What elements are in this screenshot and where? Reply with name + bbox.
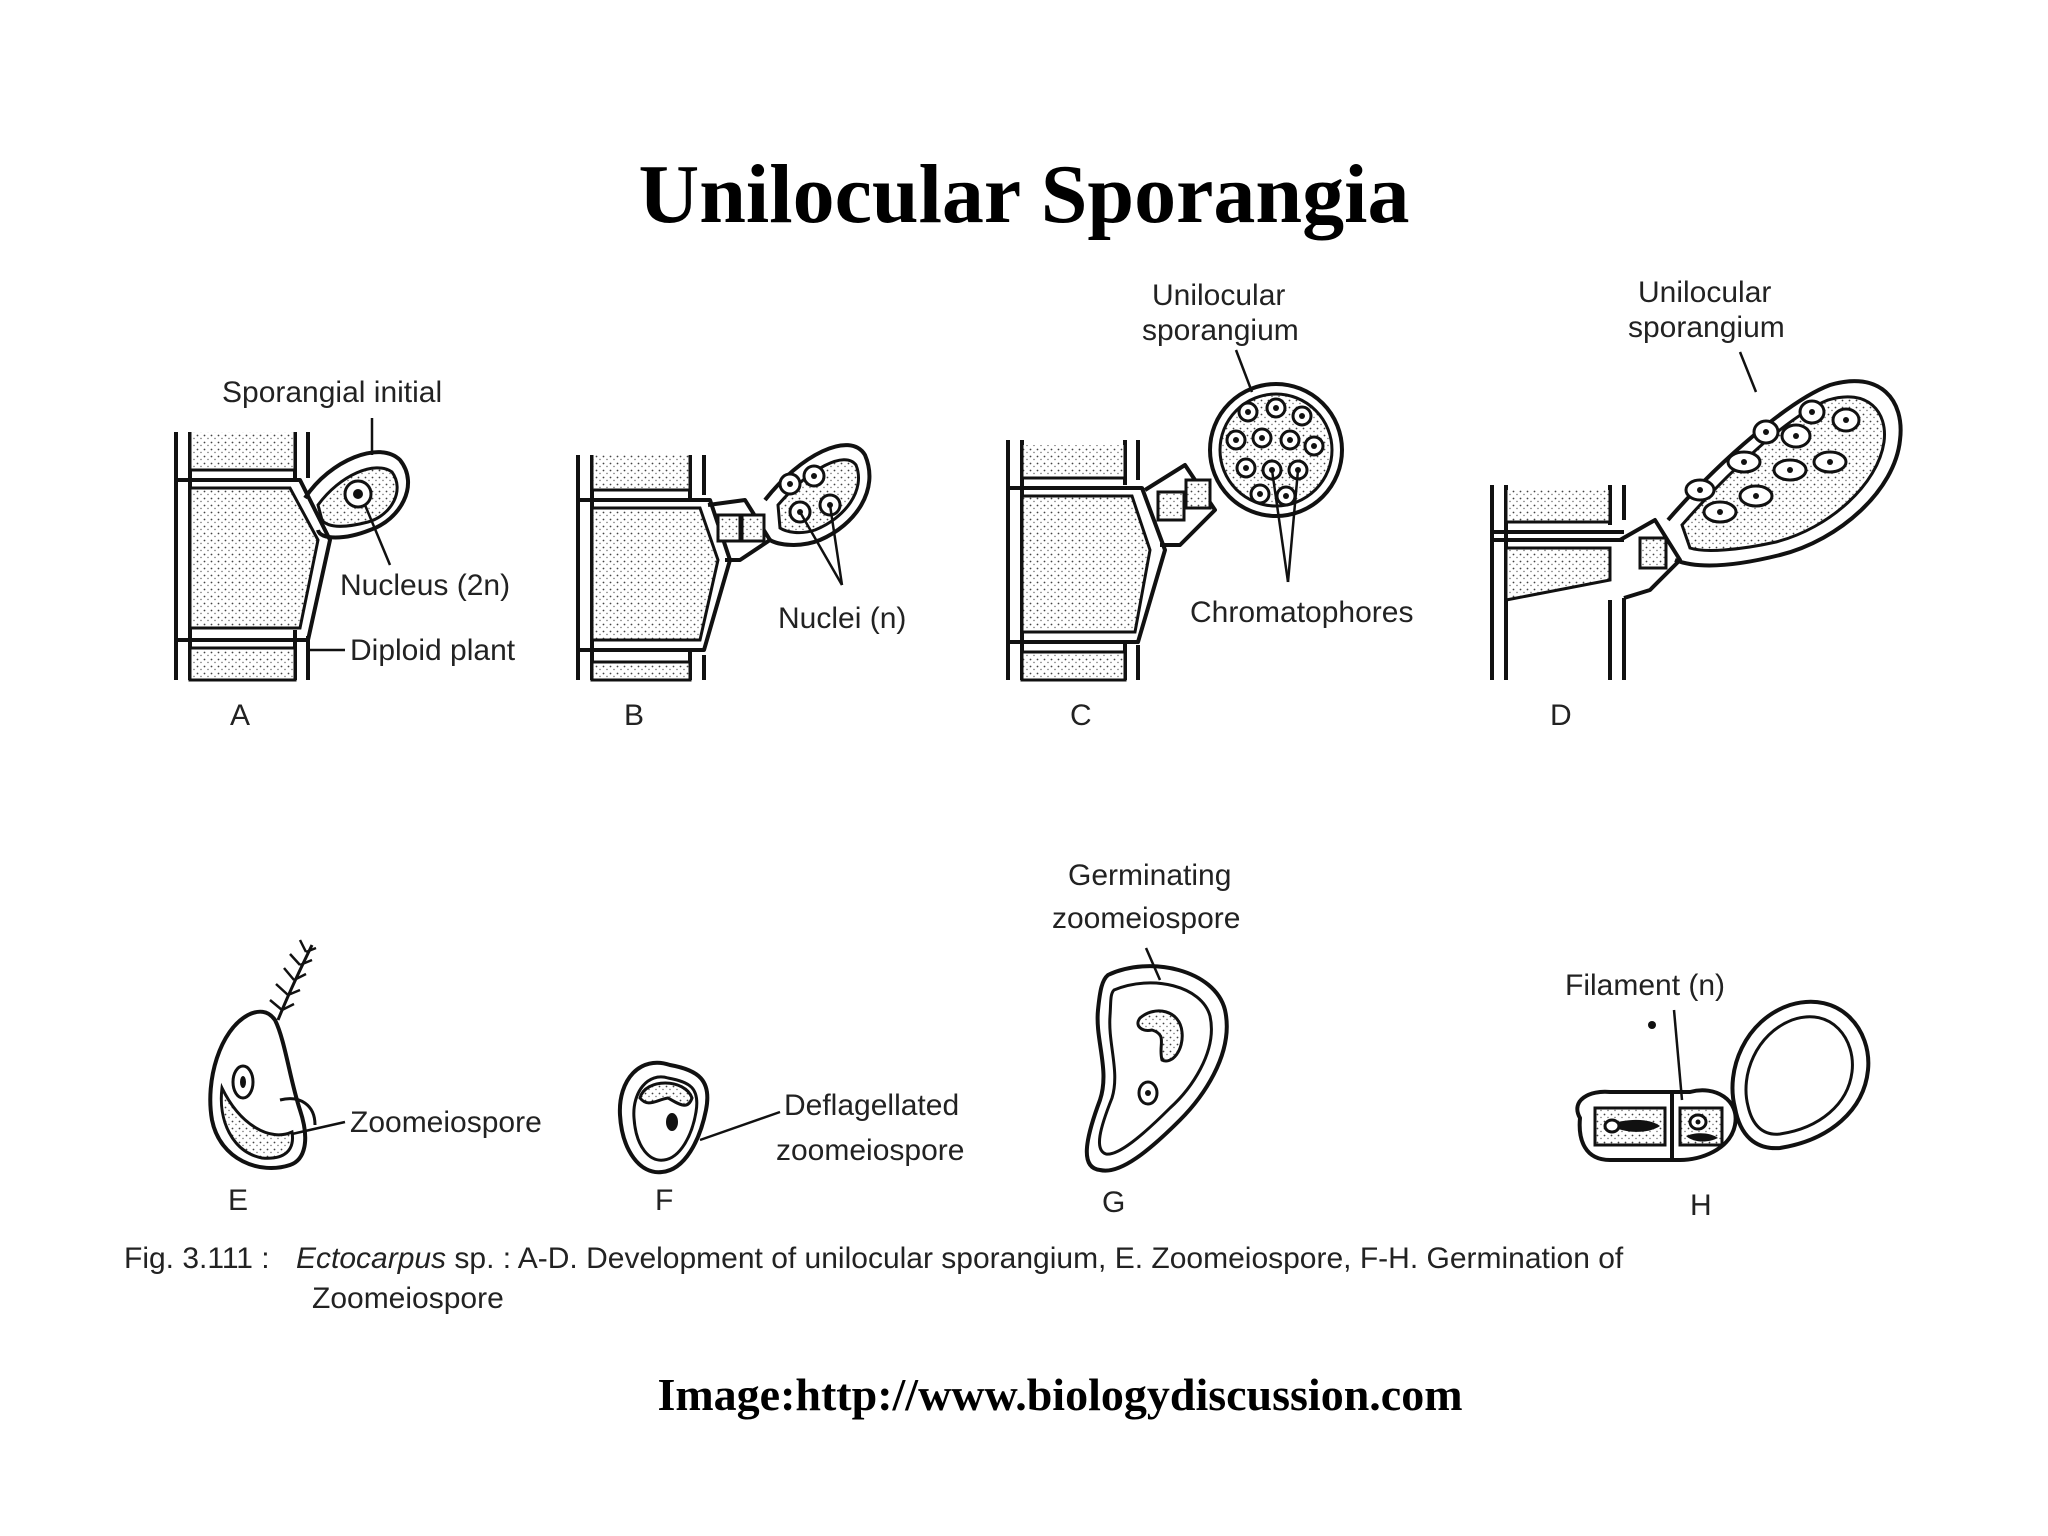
label-germinating: Germinating [1068,859,1231,892]
page-title: Unilocular Sporangia [639,148,1410,241]
label-zoomeiospore-f: zoomeiospore [776,1134,964,1167]
label-zoomeiospore: Zoomeiospore [350,1106,542,1139]
panel-f: Deflagellated zoomeiospore F [617,1061,964,1217]
label-unilocular-d: Unilocular [1638,276,1771,309]
label-filament-n: Filament (n) [1565,969,1725,1002]
panel-letter-f: F [655,1184,673,1217]
label-zoomeiospore-g: zoomeiospore [1052,902,1240,935]
label-nuclei-n: Nuclei (n) [778,602,906,635]
panel-letter-a: A [230,699,250,732]
svg-text:Fig. 3.111 : Ectocarpus: Fig. 3.111 : Ectocarpus sp. : A-D. Devel… [124,1242,1624,1275]
panel-g: Germinating zoomeiospore G [1052,859,1240,1219]
label-unilocular-c: Unilocular [1152,279,1285,312]
panel-e: Zoomeiospore E [208,939,542,1217]
image-credit: Image:http://www.biologydiscussion.com [657,1369,1462,1420]
label-deflagellated: Deflagellated [784,1089,959,1122]
panel-letter-e: E [228,1184,248,1217]
panel-b: Nuclei (n) B [576,443,906,732]
panel-a: Sporangial initial Nucleus (2n) Diploid … [174,376,516,732]
figure-caption: Fig. 3.111 : Ectocarpus sp. : A-D. Devel… [124,1242,1624,1315]
label-sporangium-c: sporangium [1142,314,1299,347]
panel-letter-h: H [1690,1189,1712,1222]
caption-line-2: Zoomeiospore [312,1282,504,1315]
panel-letter-d: D [1550,699,1572,732]
panel-c: Unilocular sporangium Chromatophores C [1006,279,1413,732]
caption-text: : A-D. Development of unilocular sporang… [494,1242,1623,1275]
label-sporangium-d: sporangium [1628,311,1785,344]
caption-fig-number: Fig. 3.111 : [124,1242,270,1275]
panel-letter-b: B [624,699,644,732]
label-sporangial-initial: Sporangial initial [222,376,442,409]
label-diploid-plant: Diploid plant [350,634,516,667]
panel-letter-g: G [1102,1186,1125,1219]
label-chromatophores: Chromatophores [1190,596,1413,629]
zoospore-cluster [1684,399,1861,524]
panel-d: Unilocular sporangium D [1490,276,1903,732]
panel-letter-c: C [1070,699,1092,732]
label-nucleus-2n: Nucleus (2n) [340,569,510,602]
caption-genus: Ectocarpus [296,1242,446,1275]
caption-species: sp. [446,1242,494,1275]
panel-h: Filament (n) H [1565,969,1871,1222]
